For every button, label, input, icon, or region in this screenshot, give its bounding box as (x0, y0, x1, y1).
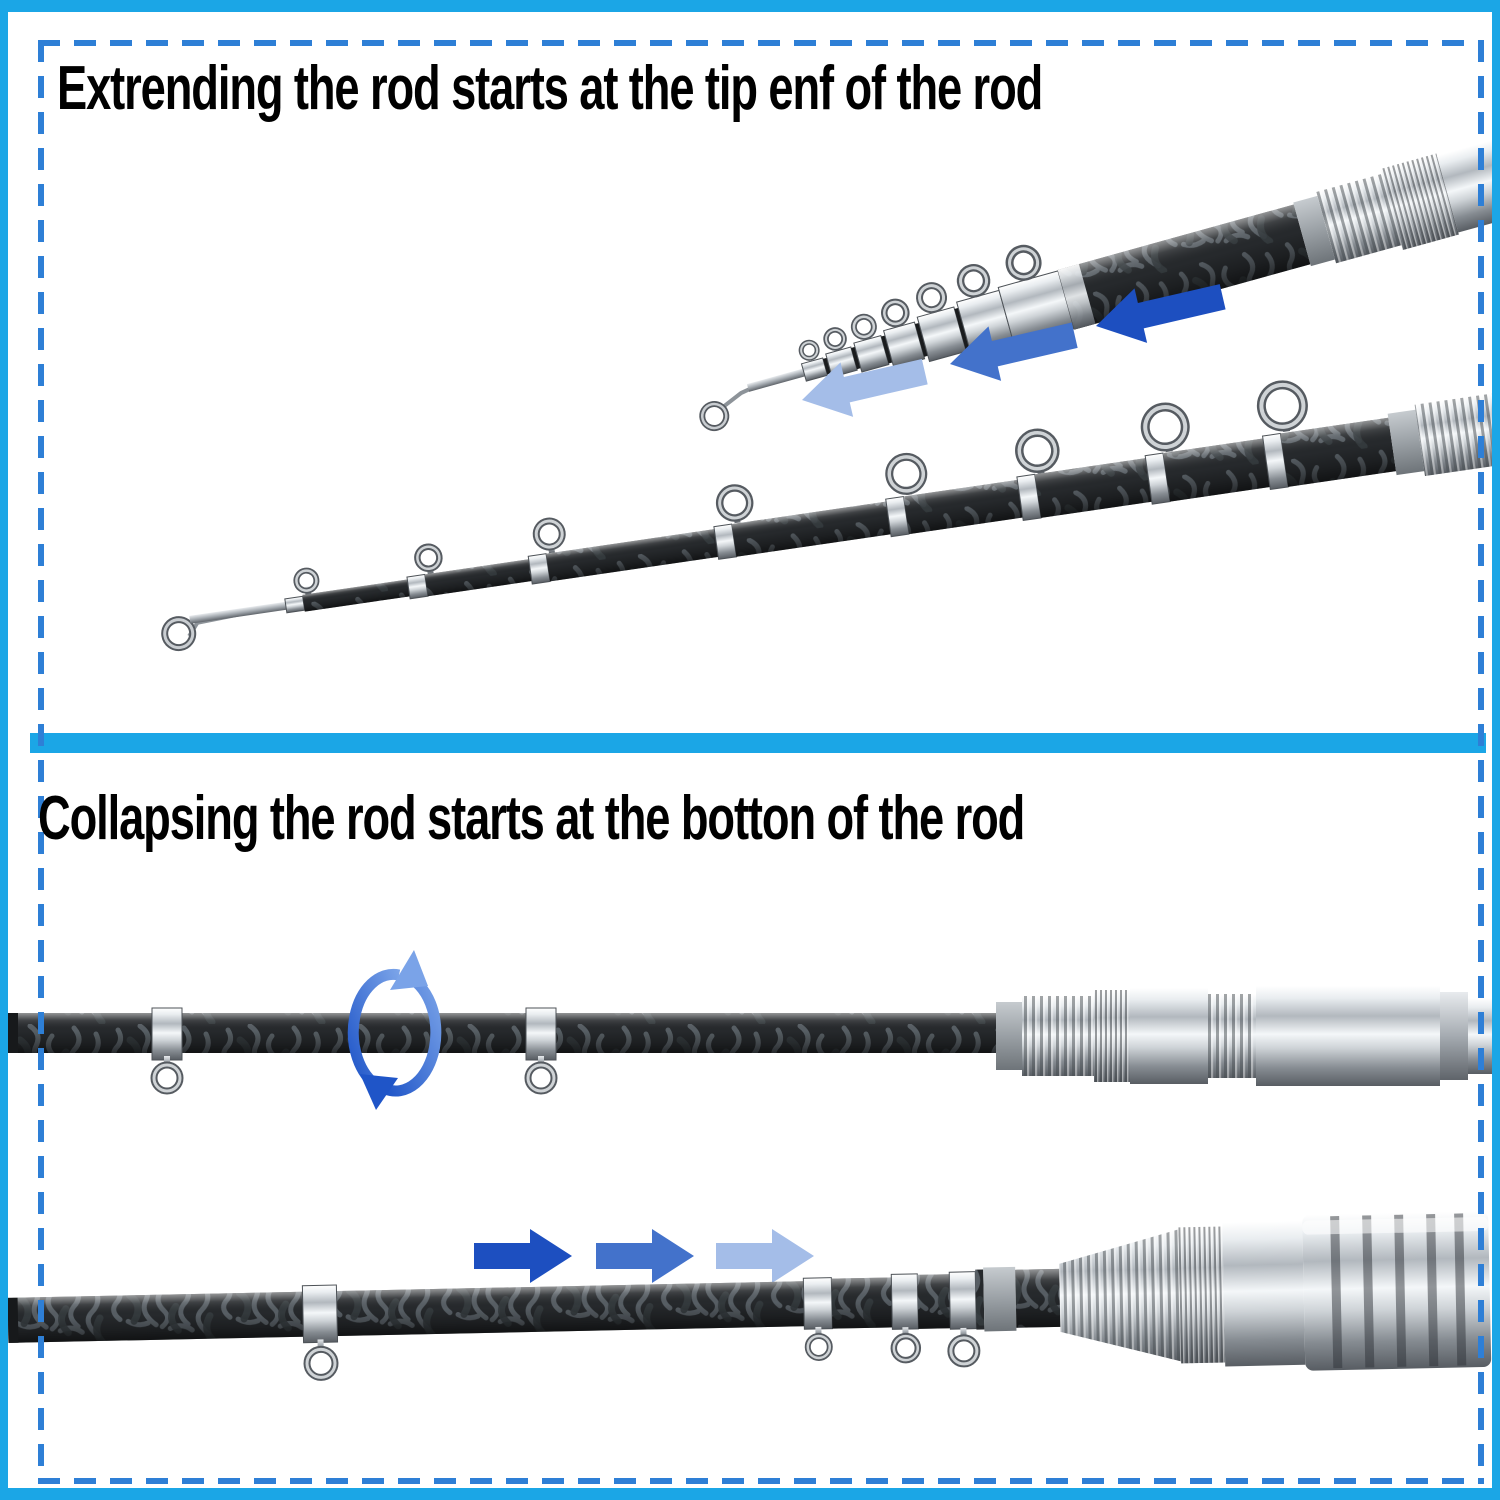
dashed-border-right (1478, 40, 1484, 1484)
frame-top-strip (0, 0, 1500, 12)
left-arrow-mid-icon (950, 322, 1078, 381)
extended-rod-guides (293, 380, 1308, 595)
extend-instruction-title: Extrending the rod starts at the tip enf… (57, 54, 1043, 123)
dashed-border-top (38, 40, 1484, 46)
collapsed-rod-photo (699, 119, 1500, 432)
left-arrow-light-icon (802, 358, 928, 417)
collapse-instruction-title: Collapsing the rod starts at the botton … (38, 784, 1025, 853)
left-arrow-dark-icon (1096, 284, 1226, 343)
frame-right-strip (1492, 0, 1500, 1500)
extend-arrows (802, 284, 1226, 417)
frame-left-strip (0, 0, 8, 1500)
right-arrow-light-icon (716, 1229, 814, 1283)
extended-rod-photo (161, 380, 1500, 652)
right-arrow-dark-icon (474, 1229, 572, 1283)
rod-section-twist-photo (8, 950, 1492, 1110)
dashed-border-bottom (38, 1478, 1484, 1484)
panel-divider (30, 733, 1486, 753)
right-arrow-mid-icon (596, 1229, 694, 1283)
rod-section-collapse-photo (7, 1211, 1492, 1381)
collapsed-rod-guides (798, 244, 1042, 361)
rotation-arrows-icon (347, 950, 442, 1110)
dashed-border-left (38, 40, 44, 1484)
collapse-arrows (474, 1229, 814, 1283)
frame-bottom-strip (0, 1488, 1500, 1500)
